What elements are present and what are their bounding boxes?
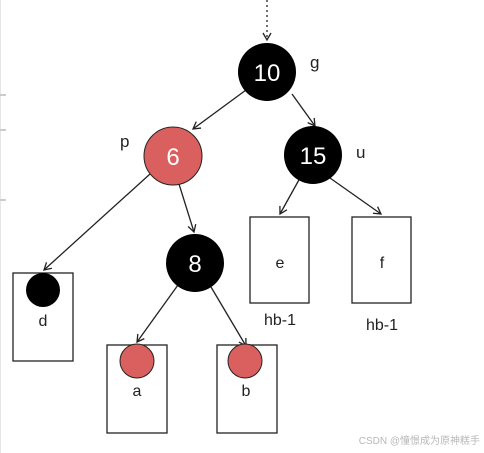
node-p bbox=[143, 126, 203, 186]
subtree-box-e bbox=[249, 216, 310, 304]
node-u-tag: u bbox=[356, 143, 365, 162]
subtree-box-f bbox=[351, 216, 412, 304]
subtree-a-red-node bbox=[119, 343, 155, 379]
node-u-value: 15 bbox=[300, 143, 327, 170]
edge-u-e bbox=[279, 177, 301, 216]
edge-p-d bbox=[43, 173, 151, 271]
watermark: CSDN @憧憬成为原神糕手 bbox=[359, 434, 480, 447]
node-g bbox=[238, 43, 296, 101]
node-g-tag: g bbox=[310, 53, 319, 72]
node-p-value: 6 bbox=[166, 144, 179, 171]
edge-g-p bbox=[191, 89, 247, 130]
subtree-d-label: d bbox=[39, 313, 48, 330]
node-p-tag: p bbox=[120, 132, 129, 151]
subtree-b-red-node bbox=[227, 343, 263, 379]
node-g-value: 10 bbox=[254, 60, 281, 87]
edge-p-8 bbox=[178, 183, 197, 234]
subtree-e-height-label: hb-1 bbox=[264, 312, 296, 329]
subtree-e-label: e bbox=[276, 255, 285, 272]
subtree-f-height-label: hb-1 bbox=[366, 317, 398, 334]
edge-8-a bbox=[136, 284, 179, 344]
edge-8-b bbox=[210, 286, 247, 348]
edge-u-f bbox=[329, 177, 383, 215]
node-u bbox=[284, 126, 342, 184]
subtree-d-black-node bbox=[26, 273, 60, 307]
edge-g-u bbox=[291, 93, 316, 128]
node-8-value: 8 bbox=[188, 251, 201, 278]
subtree-f-label: f bbox=[380, 255, 385, 272]
subtree-b-label: b bbox=[242, 383, 251, 400]
subtree-a-label: a bbox=[133, 383, 142, 400]
node-8 bbox=[166, 234, 224, 292]
